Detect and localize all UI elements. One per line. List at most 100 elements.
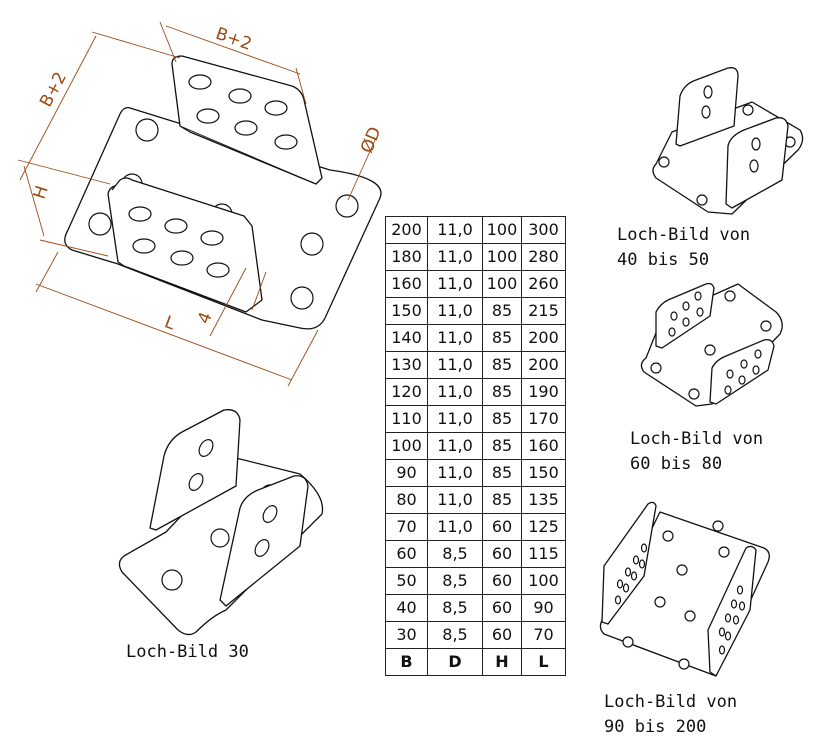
- table-cell: 260: [521, 270, 566, 298]
- flange-hole: [630, 571, 638, 581]
- flange-hole: [228, 88, 252, 104]
- flange-hole: [614, 595, 622, 605]
- caption-line: Loch-Bild von: [604, 692, 738, 712]
- column-header-b: B: [385, 648, 428, 676]
- bracket-pattern-60-80: [640, 282, 783, 407]
- flange-hole: [703, 85, 713, 99]
- table-cell: 8,5: [427, 567, 483, 595]
- flange-hole: [724, 631, 732, 641]
- table-cell: 60: [385, 540, 428, 568]
- flange-hole: [751, 137, 761, 151]
- base-hole: [678, 658, 690, 670]
- column-header-h: H: [482, 648, 522, 676]
- dim-label-height: H: [30, 183, 53, 201]
- right-flange: [707, 545, 757, 677]
- caption-line: 60 bis 80: [630, 454, 723, 474]
- flange-hole: [622, 583, 630, 593]
- flange-hole: [200, 230, 224, 246]
- table-cell: 85: [482, 459, 522, 487]
- bracket-pattern-40-50: [652, 67, 804, 215]
- table-cell: 8,5: [427, 540, 483, 568]
- table-cell: 200: [385, 216, 428, 244]
- caption-line: 40 bis 50: [617, 250, 710, 270]
- flange-hole: [638, 559, 646, 569]
- table-cell: 135: [521, 486, 566, 514]
- flange-hole: [632, 555, 640, 565]
- table-cell: 90: [521, 594, 566, 622]
- flange-hole: [752, 365, 760, 375]
- table-cell: 100: [482, 216, 522, 244]
- table-cell: 200: [521, 324, 566, 352]
- table-cell: 11,0: [427, 243, 483, 271]
- flange-hole: [682, 301, 690, 311]
- flange-hole: [701, 105, 711, 119]
- flange-hole: [234, 120, 258, 136]
- table-cell: 170: [521, 405, 566, 433]
- table-cell: 11,0: [427, 432, 483, 460]
- flange-hole: [682, 317, 690, 327]
- left-flange: [601, 501, 657, 625]
- table-cell: 100: [521, 567, 566, 595]
- table-cell: 60: [482, 567, 522, 595]
- table-cell: 115: [521, 540, 566, 568]
- flange-hole: [132, 238, 156, 254]
- dim-label-thickness: 4: [194, 309, 217, 327]
- main-bracket: [64, 55, 382, 330]
- table-cell: 11,0: [427, 486, 483, 514]
- base-hole: [335, 194, 359, 218]
- bend-line: [179, 125, 317, 185]
- table-cell: 85: [482, 378, 522, 406]
- caption-line: 90 bis 200: [604, 717, 707, 737]
- table-cell: 70: [385, 513, 428, 541]
- table-cell: 150: [521, 459, 566, 487]
- base-hole: [650, 362, 662, 374]
- table-cell: 215: [521, 297, 566, 325]
- table-cell: 11,0: [427, 216, 483, 244]
- table-cell: 30: [385, 621, 428, 649]
- base-hole: [712, 520, 724, 532]
- base-hole: [684, 610, 696, 622]
- flange-hole: [718, 627, 726, 637]
- table-cell: 50: [385, 567, 428, 595]
- table-cell: 180: [385, 243, 428, 271]
- table-cell: 90: [385, 459, 428, 487]
- flange-hole: [738, 601, 746, 611]
- flange-hole: [670, 311, 678, 321]
- base-hole: [622, 636, 634, 648]
- table-cell: 60: [482, 594, 522, 622]
- rear-flange: [149, 409, 241, 531]
- table-cell: 80: [385, 486, 428, 514]
- base-hole: [88, 212, 112, 236]
- flange-hole: [164, 218, 188, 234]
- table-cell: 190: [521, 378, 566, 406]
- column-header-d: D: [427, 648, 483, 676]
- table-cell: 160: [521, 432, 566, 460]
- base-hole: [654, 596, 666, 608]
- caption-pattern-40-50: Loch-Bild von 40 bis 50: [617, 223, 750, 273]
- flange-hole: [730, 599, 738, 609]
- caption-pattern-60-80: Loch-Bild von 60 bis 80: [630, 427, 763, 477]
- table-cell: 11,0: [427, 297, 483, 325]
- base-hole: [662, 530, 674, 542]
- table-cell: 150: [385, 297, 428, 325]
- table-header-row: B D H L: [385, 648, 566, 676]
- flange-hole: [206, 262, 230, 278]
- dim-label-hole-diameter: ØD: [357, 124, 385, 156]
- flange-hole: [274, 134, 298, 150]
- table-cell: 85: [482, 432, 522, 460]
- table-cell: 100: [482, 270, 522, 298]
- table-cell: 85: [482, 297, 522, 325]
- base-hole: [724, 290, 736, 302]
- table-cell: 130: [385, 351, 428, 379]
- caption-line: Loch-Bild von: [617, 225, 751, 245]
- table-cell: 160: [385, 270, 428, 298]
